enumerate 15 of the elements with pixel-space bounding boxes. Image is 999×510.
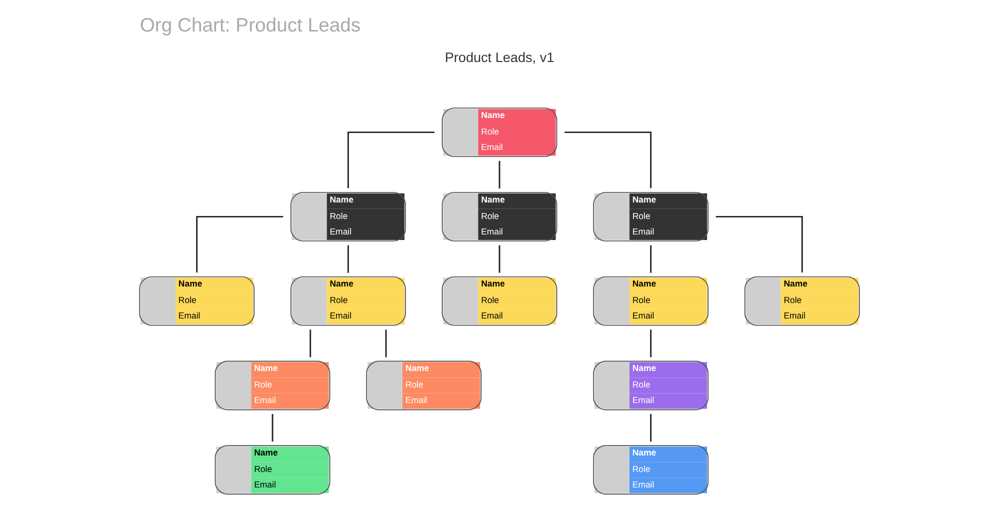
connector — [385, 330, 387, 358]
connector — [498, 245, 500, 273]
connector — [196, 216, 284, 272]
connector — [498, 160, 500, 188]
connector — [650, 330, 652, 358]
connector — [650, 245, 652, 273]
connector — [347, 245, 349, 273]
connector — [650, 414, 652, 442]
connector — [564, 132, 652, 188]
connector — [716, 216, 803, 272]
label: Product Leads, v1 — [444, 50, 554, 66]
diagram-title: Org Chart: Product Leads — [140, 14, 361, 36]
connector — [347, 132, 434, 188]
connector — [310, 330, 312, 358]
connector — [272, 414, 274, 442]
